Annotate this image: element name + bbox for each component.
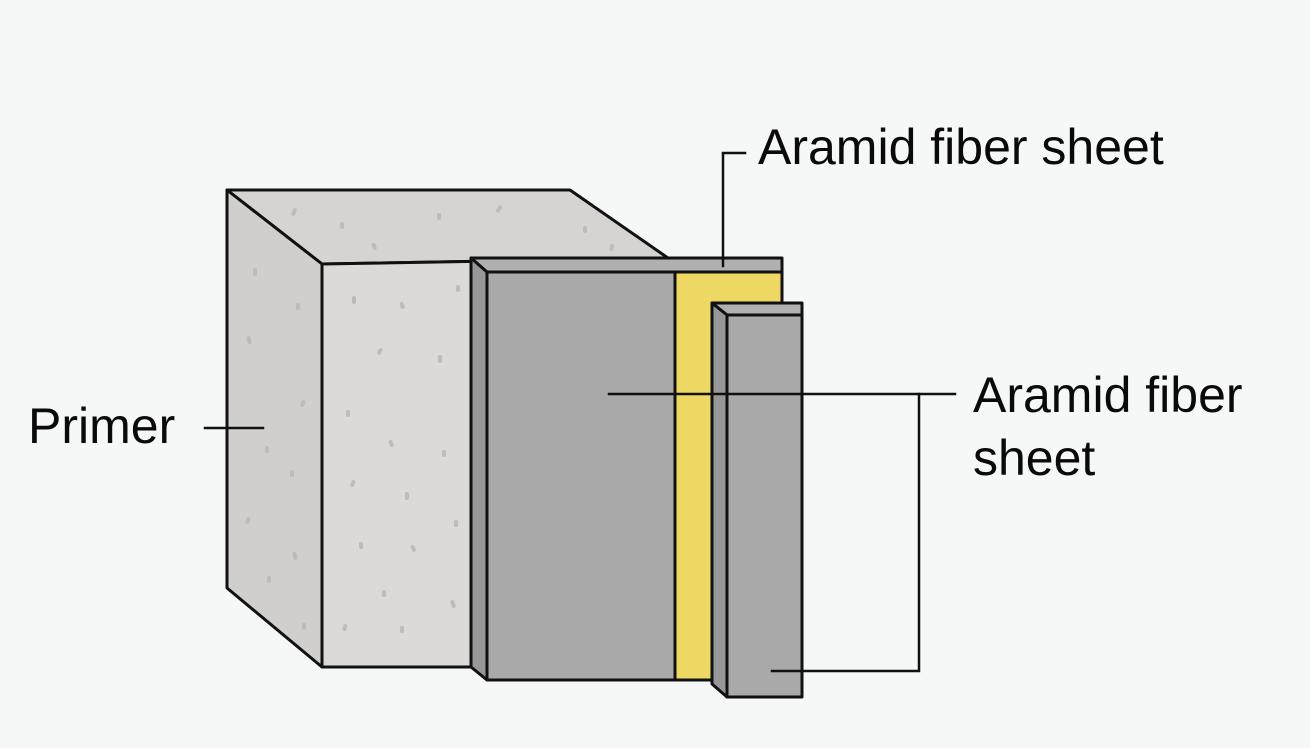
aramid-sheet-2-side-edge [710,301,729,699]
primer-label: Primer [28,398,176,454]
aramid-fiber-sheet-right-label: Aramid fiber sheet [973,367,1243,486]
aramid-sheet-1-face [485,270,677,682]
aramid-fiber-sheet-top-label: Aramid fiber sheet [758,119,1164,175]
aramid-sheet-2-face [725,313,804,699]
aramid-sheet-1-top-edge [469,256,784,274]
top-sheet-leader-line [721,151,747,268]
aramid-sheet-1-side-edge [469,256,489,682]
concrete-texture [245,205,615,633]
right-sheet-leader-bracket [607,392,921,673]
